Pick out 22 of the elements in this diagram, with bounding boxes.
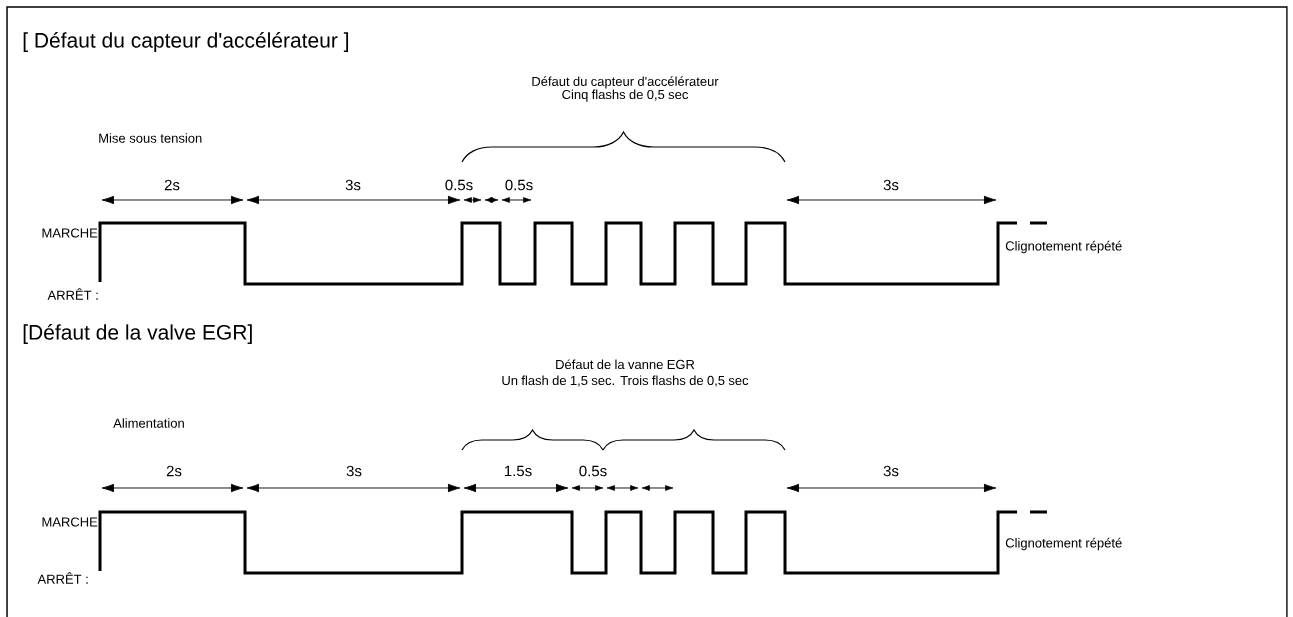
duration-label: 1.5s [505,465,532,477]
state-label: MARCHE [42,517,98,527]
repeat-note: Clignotement répété [1005,240,1122,254]
brace-label: Défaut de la vanne EGR Un flash de 1,5 sec. Trois flashs de 0,5 sec [502,359,749,387]
section-heading: [ Défaut du capteur d'accélérateur ] [23,32,349,52]
annotation: Alimentation [113,418,184,428]
brace-label: Défaut du capteur d'accélérateur Cinq flashs de 0,5 sec [532,76,719,102]
duration-label: 0.5s [505,179,533,191]
section-heading: [Défaut de la valve EGR] [23,324,252,344]
duration-label: 3s [345,179,361,191]
duration-label: 2s [166,465,182,477]
state-label: ARRÊT : [47,288,98,300]
duration-label: 3s [346,465,362,477]
duration-label: 2s [164,179,180,191]
annotation: Mise sous tension [99,133,202,143]
repeat-note: Clignotement répété [1005,537,1122,551]
duration-label: 3s [883,465,899,477]
duration-label: 0.5s [445,179,473,191]
state-label: MARCHE [42,228,98,238]
state-label: ARRÊT : [37,572,88,584]
duration-label: 3s [883,179,899,191]
duration-label: 0.5s [579,465,607,477]
